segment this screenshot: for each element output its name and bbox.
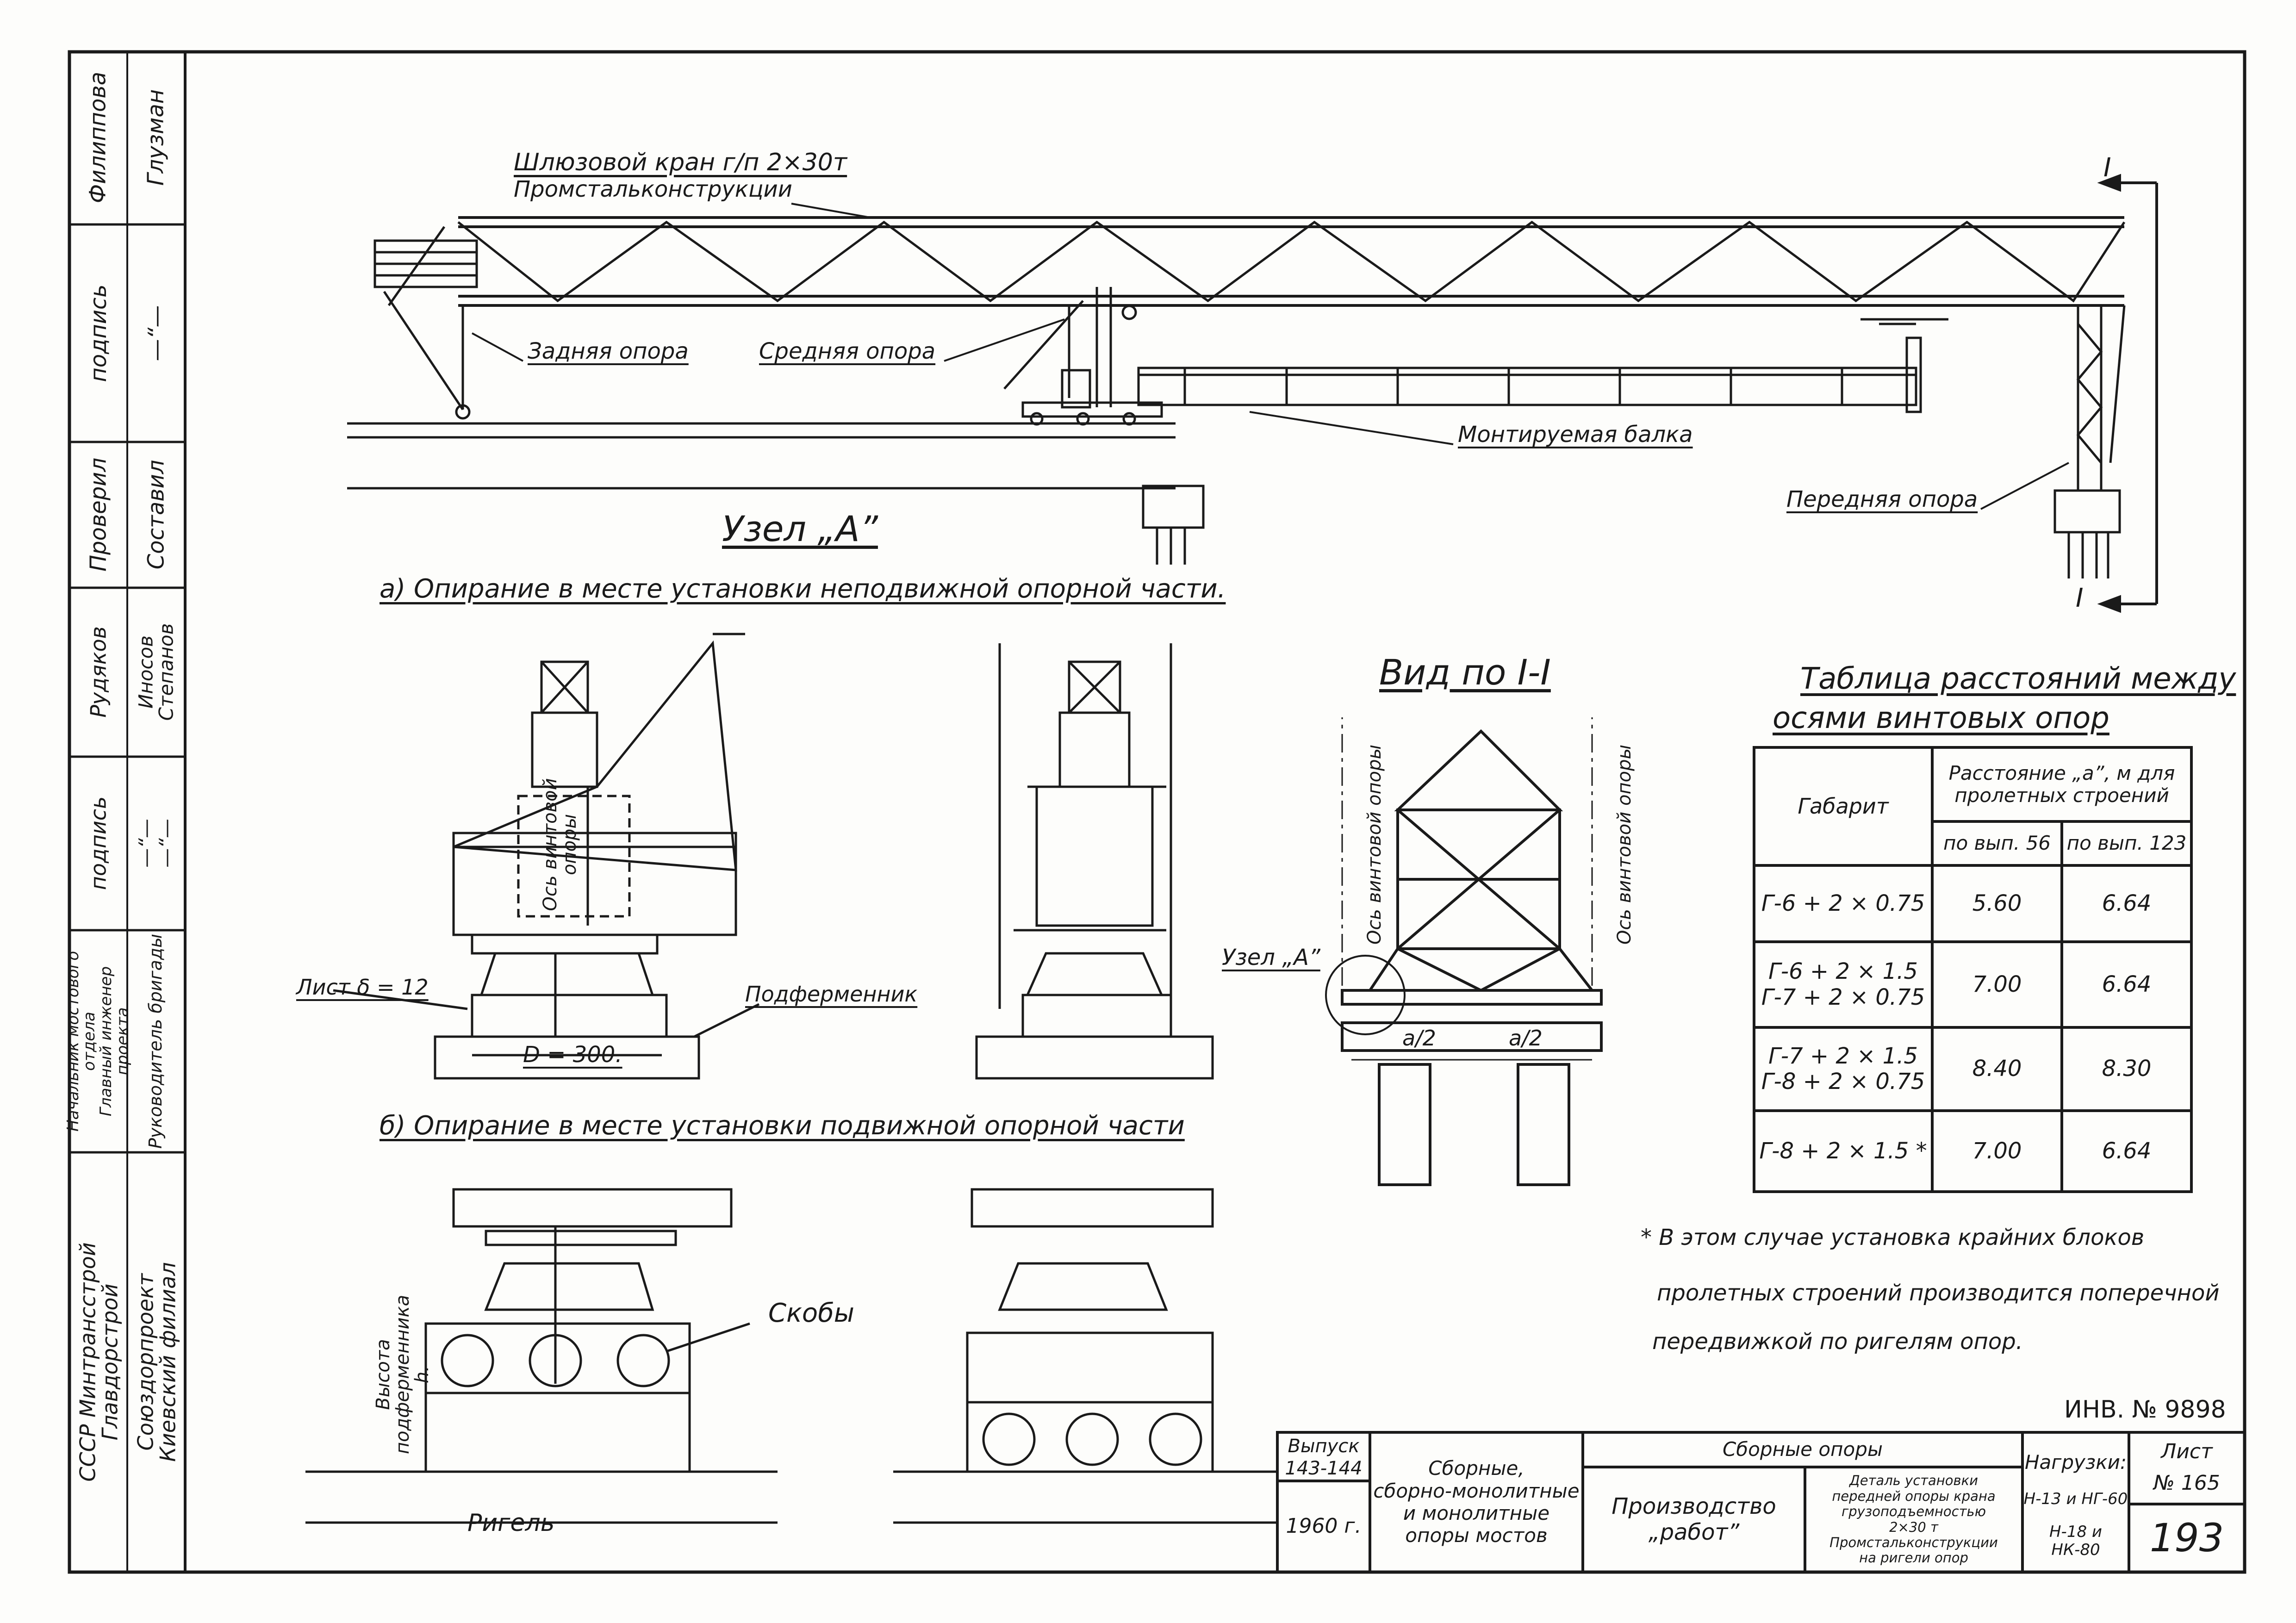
sidebar-org-b: Союздорпроект Киевский филиал xyxy=(133,1262,180,1462)
inventory-number: ИНВ. № 9898 xyxy=(2064,1396,2226,1424)
sidebar-cell-6b: Руководитель бригады xyxy=(145,933,166,1149)
stamp-detail: Деталь установки передней опоры крана гр… xyxy=(1829,1473,1998,1566)
stamp-load-1: Н-13 и НГ-60 xyxy=(2023,1490,2128,1509)
section-mark-bottom: I xyxy=(2076,583,2084,613)
table-row-4-v123: 6.64 xyxy=(2102,1138,2152,1164)
crane-truss xyxy=(457,216,2126,307)
node-a-movable-right xyxy=(893,1188,1277,1524)
middle-support-label: Средняя опора xyxy=(759,338,936,364)
stamp-topic: Производство „работ” xyxy=(1612,1493,1776,1545)
table-row-1-v123: 6.64 xyxy=(2102,890,2152,916)
stamp-vypusk-label: Выпуск xyxy=(1288,1436,1360,1457)
stamp-sheet-label: Лист xyxy=(2161,1440,2213,1464)
node-a-movable-left xyxy=(305,1188,778,1524)
note-line-1: * В этом случае установка крайних блоков xyxy=(1641,1225,2145,1250)
front-support-label: Передняя опора xyxy=(1786,486,1978,512)
table-row-3-v123: 8.30 xyxy=(2102,1056,2152,1082)
header-v56: по вып. 56 xyxy=(1943,832,2051,855)
header-gabarit: Габарит xyxy=(1798,794,1889,819)
half-a-right: а/2 xyxy=(1509,1026,1543,1051)
stamp-vypusk-value: 143-144 xyxy=(1285,1458,1363,1479)
stamp-year: 1960 г. xyxy=(1286,1514,1362,1538)
sidebar-cell-1a: Филиппова xyxy=(85,71,111,204)
table-row-1-v56: 5.60 xyxy=(1972,890,2022,916)
sidebar-cell-4b: Иносов Степанов xyxy=(134,623,178,721)
stamp-section: Сборные опоры xyxy=(1722,1438,1883,1461)
crane-front-support xyxy=(2053,305,2126,578)
table-row-2-v56: 7.00 xyxy=(1972,971,2022,997)
crane-middle-support xyxy=(1003,287,1163,426)
crane-leader-lines xyxy=(472,203,2069,510)
table-title-line2: осями винтовых опор xyxy=(1773,701,2109,735)
stamp-sheet-value: № 165 xyxy=(2153,1471,2220,1495)
table-row-4-v56: 7.00 xyxy=(1972,1138,2022,1164)
sidebar-row-lines xyxy=(69,223,185,1154)
crane-maker: Промстальконструкции xyxy=(514,176,792,202)
view-axis-right: Ось винтовой опоры xyxy=(1614,744,1635,945)
section-mark-top: I xyxy=(2103,153,2111,183)
table-row-4-gabarit: Г-8 + 2 × 1.5 * xyxy=(1759,1138,1927,1164)
stamp-loads-label: Нагрузки: xyxy=(2024,1450,2127,1474)
stamp-load-2: Н-18 и НК-80 xyxy=(2049,1522,2102,1559)
table-row-3-gabarit: Г-7 + 2 × 1.5 Г-8 + 2 × 0.75 xyxy=(1761,1043,1925,1094)
note-line-2: пролетных строений производится поперечн… xyxy=(1657,1280,2220,1306)
brackets-label: Скобы xyxy=(768,1298,854,1328)
pedestal-label: Подферменник xyxy=(745,982,918,1007)
sidebar-cell-2b: —“— xyxy=(143,305,169,361)
note-line-3: передвижкой по ригелям опор. xyxy=(1652,1329,2023,1355)
beam-label: Монтируемая балка xyxy=(1458,422,1693,448)
table-row-2-v123: 6.64 xyxy=(2102,971,2152,997)
table-title-line1: Таблица расстояний между xyxy=(1800,662,2236,696)
rear-support-label: Задняя опора xyxy=(528,338,689,364)
node-axis-label: Ось винтовой опоры xyxy=(540,778,580,911)
sidebar-cell-1b: Глузман xyxy=(143,89,169,186)
stamp-series-title: Сборные, сборно-монолитные и монолитные … xyxy=(1373,1457,1580,1547)
sidebar-cell-5b: —“— —“— xyxy=(134,819,178,868)
table-row-1-gabarit: Г-6 + 2 × 0.75 xyxy=(1761,890,1925,916)
sidebar-cell-3a: Проверил xyxy=(85,457,112,572)
title-block-grid xyxy=(1276,1431,2246,1573)
view-i-i-frame xyxy=(1325,717,1603,1186)
sidebar-cell-4a: Рудяков xyxy=(86,626,111,718)
node-a-fixed-left xyxy=(333,633,760,1080)
sheet-frame xyxy=(68,50,2246,1574)
crane-title: Шлюзовой кран г/п 2×30т xyxy=(514,149,847,176)
distance-table-grid xyxy=(1753,746,2193,1193)
case-b-caption: б) Опирание в месте установки подвижной … xyxy=(380,1111,1185,1141)
header-v123: по вып. 123 xyxy=(2066,832,2187,855)
view-title: Вид по I-I xyxy=(1379,652,1551,693)
crane-deck xyxy=(347,422,1205,565)
case-a-caption: а) Опирание в месте установки неподвижно… xyxy=(380,574,1226,604)
crane-assembled-beam xyxy=(1137,318,1948,413)
half-a-left: а/2 xyxy=(1402,1026,1436,1051)
stamp-page: 193 xyxy=(2149,1515,2224,1561)
table-row-3-v56: 8.40 xyxy=(1972,1056,2022,1082)
sidebar-cell-3b: Составил xyxy=(143,460,169,570)
sheet-thickness-label: Лист δ = 12 xyxy=(296,975,429,1000)
section-cut-marks xyxy=(2097,174,2158,613)
sidebar-cell-2a: подпись xyxy=(85,284,112,382)
node-a-fixed-right xyxy=(975,643,1214,1080)
crane-rear-support xyxy=(373,226,478,420)
view-axis-left: Ось винтовой опоры xyxy=(1364,744,1385,945)
pedestal-height-label: Высота подферменника h. xyxy=(373,1294,433,1455)
sidebar-cell-5a: подпись xyxy=(86,796,111,890)
diameter-label: D = 300. xyxy=(523,1042,622,1068)
crossbeam-label: Ригель xyxy=(467,1509,555,1537)
table-row-2-gabarit: Г-6 + 2 × 1.5 Г-7 + 2 × 0.75 xyxy=(1761,958,1925,1010)
node-a-title: Узел „А” xyxy=(722,508,878,549)
sidebar-org-a: СССР Минтрансстрой Главдорстрой xyxy=(75,1242,123,1482)
header-distance: Расстояние „а”, м для пролетных строений xyxy=(1948,761,2175,807)
view-node-ref: Узел „А” xyxy=(1222,945,1320,970)
sidebar-cell-6a: Начальник мостового отдела Главный инжен… xyxy=(63,951,132,1132)
